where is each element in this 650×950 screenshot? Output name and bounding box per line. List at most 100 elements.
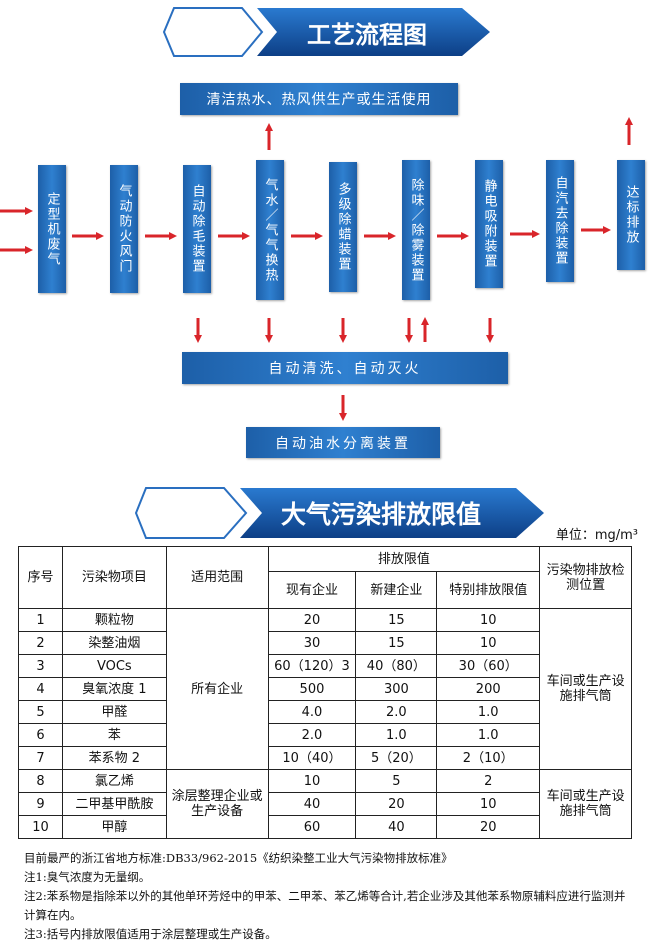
header-existing: 现有企业 <box>267 571 357 609</box>
table-row: 9 二甲基甲酰胺 40 20 10 <box>18 792 632 816</box>
header-no: 序号 <box>18 546 63 609</box>
note-3: 注3:括号内排放限值适用于涂层整理或生产设备。 <box>24 927 277 941</box>
cell-item: 苯系物 2 <box>61 746 167 770</box>
note-1: 注1:臭气浓度为无量纲。 <box>24 870 151 884</box>
cell-existing: 20 <box>267 608 357 632</box>
cell-special: 1.0 <box>436 700 541 724</box>
cell-item: 甲醇 <box>61 815 167 839</box>
cell-new: 40 <box>355 815 438 839</box>
cell-special: 20 <box>436 815 541 839</box>
emission-limits-table: 序号 污染物项目 适用范围 排放限值 污染物排放检测位置 现有企业 新建企业 特… <box>18 546 632 839</box>
cell-special: 2 <box>436 769 541 793</box>
banner-shape <box>162 7 490 57</box>
cell-no: 4 <box>18 677 63 701</box>
cell-item: 氯乙烯 <box>61 769 167 793</box>
step-heat-exchange: 气水／气气换热 <box>256 160 284 300</box>
step-lint-removal: 自动除毛装置 <box>183 165 211 293</box>
cell-scope: 所有企业 <box>165 608 269 770</box>
cell-new: 300 <box>355 677 438 701</box>
cell-existing: 60（120）3 <box>267 654 357 678</box>
header-special: 特别排放限值 <box>436 571 541 609</box>
step-setting-machine-exhaust: 定型机废气 <box>38 165 66 293</box>
step-label: 气水／气气换热 <box>262 177 278 283</box>
cell-special: 30（60） <box>436 654 541 678</box>
cell-existing: 4.0 <box>267 700 357 724</box>
cell-existing: 500 <box>267 677 357 701</box>
step-label: 达标排放 <box>623 185 639 245</box>
cell-item: VOCs <box>61 654 167 678</box>
note-standard: 目前最严的浙江省地方标准:DB33/962-2015《纺织染整工业大气污染物排放… <box>24 851 453 865</box>
hot-water-box: 清洁热水、热风供生产或生活使用 <box>180 83 458 115</box>
cell-special: 200 <box>436 677 541 701</box>
header-scope: 适用范围 <box>165 546 269 609</box>
banner-shape <box>134 487 544 539</box>
step-electrostatic: 静电吸附装置 <box>475 160 503 288</box>
cell-new: 20 <box>355 792 438 816</box>
cell-existing: 2.0 <box>267 723 357 747</box>
step-odor-mist-removal: 除味／除雾装置 <box>402 160 430 300</box>
step-label: 静电吸附装置 <box>481 179 497 269</box>
table-row: 1 颗粒物 所有企业 20 15 10 车间或生产设施排气筒 <box>18 608 632 770</box>
auto-wash-label: 自动清洗、自动灭火 <box>268 361 422 377</box>
limits-title: 大气污染排放限值 <box>280 500 481 529</box>
cell-new: 15 <box>355 631 438 655</box>
cell-no: 7 <box>18 746 63 770</box>
auto-wash-box: 自动清洗、自动灭火 <box>182 352 508 384</box>
cell-no: 2 <box>18 631 63 655</box>
step-label: 自动除毛装置 <box>189 184 205 274</box>
step-auto-removal: 自汽去除装置 <box>546 160 574 282</box>
cell-location: 车间或生产设施排气筒 <box>539 769 632 839</box>
cell-no: 9 <box>18 792 63 816</box>
cell-new: 15 <box>355 608 438 632</box>
cell-item: 甲醛 <box>61 700 167 724</box>
cell-existing: 10 <box>267 769 357 793</box>
cell-existing: 40 <box>267 792 357 816</box>
notes: 目前最严的浙江省地方标准:DB33/962-2015《纺织染整工业大气污染物排放… <box>24 849 634 944</box>
header-item: 污染物项目 <box>61 546 167 609</box>
cell-new: 1.0 <box>355 723 438 747</box>
cell-no: 8 <box>18 769 63 793</box>
cell-special: 2（10） <box>436 746 541 770</box>
step-wax-removal: 多级除蜡装置 <box>329 162 357 292</box>
cell-no: 1 <box>18 608 63 632</box>
cell-no: 6 <box>18 723 63 747</box>
cell-scope: 涂层整理企业或生产设备 <box>165 769 269 839</box>
table-row: 7 苯系物 2 10（40） 5（20） 2（10） <box>18 746 632 770</box>
oil-water-separator-box: 自动油水分离装置 <box>246 427 440 458</box>
step-label: 定型机废气 <box>44 191 60 267</box>
table-row: 8 氯乙烯 涂层整理企业或生产设备 10 5 2 车间或生产设施排气筒 <box>18 769 632 839</box>
cell-special: 10 <box>436 631 541 655</box>
step-label: 除味／除雾装置 <box>408 177 424 283</box>
cell-new: 5 <box>355 769 438 793</box>
cell-special: 10 <box>436 792 541 816</box>
cell-item: 二甲基甲酰胺 <box>61 792 167 816</box>
separator-label: 自动油水分离装置 <box>275 435 411 452</box>
cell-existing: 30 <box>267 631 357 655</box>
table-header-row: 序号 污染物项目 适用范围 排放限值 污染物排放检测位置 <box>18 546 632 609</box>
cell-new: 5（20） <box>355 746 438 770</box>
cell-location: 车间或生产设施排气筒 <box>539 608 632 770</box>
cell-existing: 10（40） <box>267 746 357 770</box>
step-label: 自汽去除装置 <box>552 176 568 266</box>
header-location: 污染物排放检测位置 <box>539 546 632 609</box>
header-new: 新建企业 <box>355 571 438 609</box>
note-2: 注2:苯系物是指除苯以外的其他单环芳烃中的甲苯、二甲苯、苯乙烯等合计,若企业涉及… <box>24 889 626 922</box>
flow-title: 工艺流程图 <box>307 19 427 49</box>
table-row: 10 甲醇 60 40 20 <box>18 815 632 839</box>
step-label: 气动防火风门 <box>116 184 132 274</box>
cell-item: 苯 <box>61 723 167 747</box>
table-row: 4 臭氧浓度 1 500 300 200 <box>18 677 632 701</box>
cell-item: 臭氧浓度 1 <box>61 677 167 701</box>
cell-special: 10 <box>436 608 541 632</box>
cell-no: 5 <box>18 700 63 724</box>
step-label: 多级除蜡装置 <box>335 182 351 272</box>
limits-title-banner: 大气污染排放限值 <box>134 486 546 540</box>
step-fire-damper: 气动防火风门 <box>110 165 138 293</box>
flow-arrows <box>0 117 633 421</box>
cell-new: 2.0 <box>355 700 438 724</box>
table-row: 5 甲醛 4.0 2.0 1.0 <box>18 700 632 724</box>
flow-title-banner: 工艺流程图 <box>162 6 492 58</box>
table-row: 6 苯 2.0 1.0 1.0 <box>18 723 632 747</box>
cell-item: 颗粒物 <box>61 608 167 632</box>
cell-no: 3 <box>18 654 63 678</box>
